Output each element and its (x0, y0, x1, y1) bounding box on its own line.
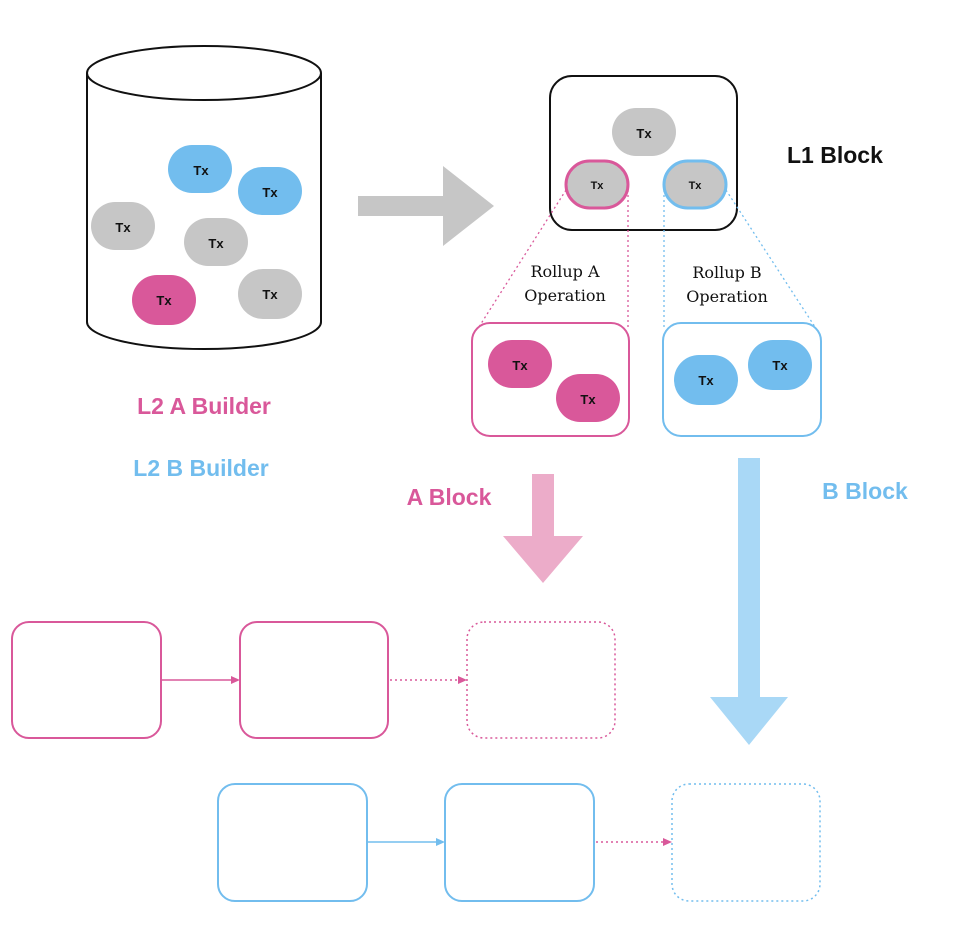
b-block-label: B Block (822, 478, 908, 504)
l1-tx-rollup-a: Tx (564, 159, 630, 210)
rollup-a-label-line2: Operation (524, 286, 606, 305)
tx-label: Tx (193, 163, 209, 178)
cylinder-top (86, 45, 322, 101)
mempool-tx-blue-2: Tx (238, 167, 302, 215)
rollup-a-zoom-lines (476, 189, 629, 331)
a-chain-block-1 (11, 621, 162, 739)
tx-label: Tx (262, 185, 278, 200)
rollup-b-label-line1: Rollup B (692, 263, 761, 282)
tx-label: Tx (772, 358, 788, 373)
rollup-b-tx-1: Tx (674, 355, 738, 405)
mempool-tx-gray-1: Tx (91, 202, 155, 250)
mempool-tx-gray-2: Tx (184, 218, 248, 266)
tx-label: Tx (580, 392, 596, 407)
gray-right-arrow (358, 166, 494, 246)
rollup-b-tx-2: Tx (748, 340, 812, 390)
a-block-down-arrow (503, 474, 583, 583)
rollup-b-label-line2: Operation (686, 287, 768, 306)
a-chain-pending-block (466, 621, 616, 739)
b-chain-pending-block (671, 783, 821, 902)
l1-block-label: L1 Block (787, 142, 883, 168)
a-chain-block-2 (239, 621, 389, 739)
rollup-a-tx-1: Tx (488, 340, 552, 388)
a-chain-link-2 (390, 676, 467, 684)
a-block-label: A Block (407, 484, 492, 510)
b-chain-block-2 (444, 783, 595, 902)
rollup-b-zoom-lines (663, 189, 818, 331)
tx-label: Tx (591, 180, 605, 192)
mempool-tx-gray-3: Tx (238, 269, 302, 319)
mempool-tx-pink: Tx (132, 275, 196, 325)
mempool-tx-blue-1: Tx (168, 145, 232, 193)
b-chain-link-1 (367, 838, 445, 846)
b-chain-link-2 (596, 838, 672, 846)
tx-label: Tx (208, 236, 224, 251)
tx-label: Tx (512, 358, 528, 373)
b-chain-block-1 (217, 783, 368, 902)
rollup-a-label-line1: Rollup A (530, 262, 600, 281)
tx-label: Tx (636, 126, 652, 141)
tx-label: Tx (698, 373, 714, 388)
tx-label: Tx (115, 220, 131, 235)
l1-tx-gray: Tx (612, 108, 676, 156)
tx-label: Tx (689, 180, 703, 192)
tx-label: Tx (262, 287, 278, 302)
tx-label: Tx (156, 293, 172, 308)
l1-tx-rollup-b: Tx (662, 159, 728, 210)
rollup-a-tx-2: Tx (556, 374, 620, 422)
l2-a-builder-label: L2 A Builder (137, 393, 271, 419)
a-chain-link-1 (161, 676, 240, 684)
l2-b-builder-label: L2 B Builder (133, 455, 269, 481)
b-block-down-arrow (710, 458, 788, 745)
